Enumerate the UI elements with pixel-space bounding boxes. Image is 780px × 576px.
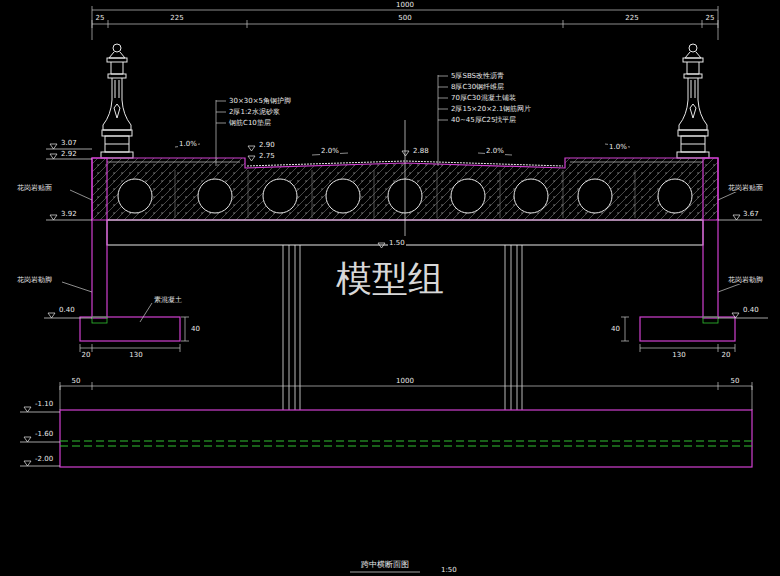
- drawing-label: 20: [81, 351, 92, 359]
- drawing-label: -1.10: [34, 400, 54, 408]
- drawing-label: -2.00: [34, 455, 54, 463]
- drawing-label: 钢筋C10垫层: [228, 119, 272, 127]
- drawing-label: 3.07: [60, 139, 78, 147]
- drawing-label: 50: [730, 377, 741, 385]
- drawing-label: 花岗岩贴面: [16, 184, 53, 192]
- drawing-label: 50: [71, 377, 82, 385]
- drawing-label: 0.40: [742, 306, 760, 314]
- drawing-label: 2.90: [258, 141, 276, 149]
- drawing-label: 3.67: [742, 210, 760, 218]
- drawing-label: 25: [705, 14, 716, 22]
- drawing-label: 130: [671, 351, 686, 359]
- drawing-label: 225: [624, 14, 639, 22]
- drawing-label: 3.92: [60, 210, 78, 218]
- drawing-label: 25: [95, 14, 106, 22]
- drawing-label: 30×30×5角钢护脚: [228, 97, 292, 105]
- watermark: 模型组: [335, 258, 445, 299]
- drawing-label: 1.0%: [178, 140, 198, 148]
- drawing-label: 8厚C30钢纤维层: [450, 83, 505, 91]
- drawing-label: 1000: [395, 1, 415, 9]
- drawing-label: 20: [721, 351, 732, 359]
- drawing-label: 2.92: [60, 150, 78, 158]
- drawing-label: 500: [397, 14, 412, 22]
- drawing-label: 40: [610, 325, 621, 333]
- drawing-label: 1.50: [388, 239, 406, 247]
- drawing-label: 1.0%: [608, 143, 628, 151]
- drawing-label: 2.0%: [320, 147, 340, 155]
- drawing-label: 0.40: [58, 306, 76, 314]
- drawing-label: -1.60: [34, 430, 54, 438]
- drawing-label: 花岗岩贴面: [727, 184, 764, 192]
- drawing-label: 花岗岩勒脚: [16, 276, 53, 284]
- drawing-label: 2.0%: [485, 147, 505, 155]
- drawing-label: 花岗岩勒脚: [727, 276, 764, 284]
- drawing-label: 2厚15×20×2.1钢筋网片: [450, 105, 532, 113]
- drawing-label: 40~45厚C25找平层: [450, 116, 517, 124]
- drawing-label: 2.88: [412, 147, 430, 155]
- drawing-label: 130: [128, 351, 143, 359]
- scale-label: 1:50: [440, 566, 458, 574]
- drawing-label: 70厚C30混凝土铺装: [450, 94, 517, 102]
- drawing-label: 1000: [395, 377, 415, 385]
- drawing-title: 跨中横断面图: [360, 560, 410, 569]
- drawing-label: 2厚1:2水泥砂浆: [228, 108, 281, 116]
- drawing-label: 5厚SBS改性沥青: [450, 72, 505, 80]
- drawing-label: 40: [190, 325, 201, 333]
- drawing-label: 素混凝土: [153, 296, 183, 304]
- drawing-label: 2.75: [258, 152, 276, 160]
- drawing-label: 225: [169, 14, 184, 22]
